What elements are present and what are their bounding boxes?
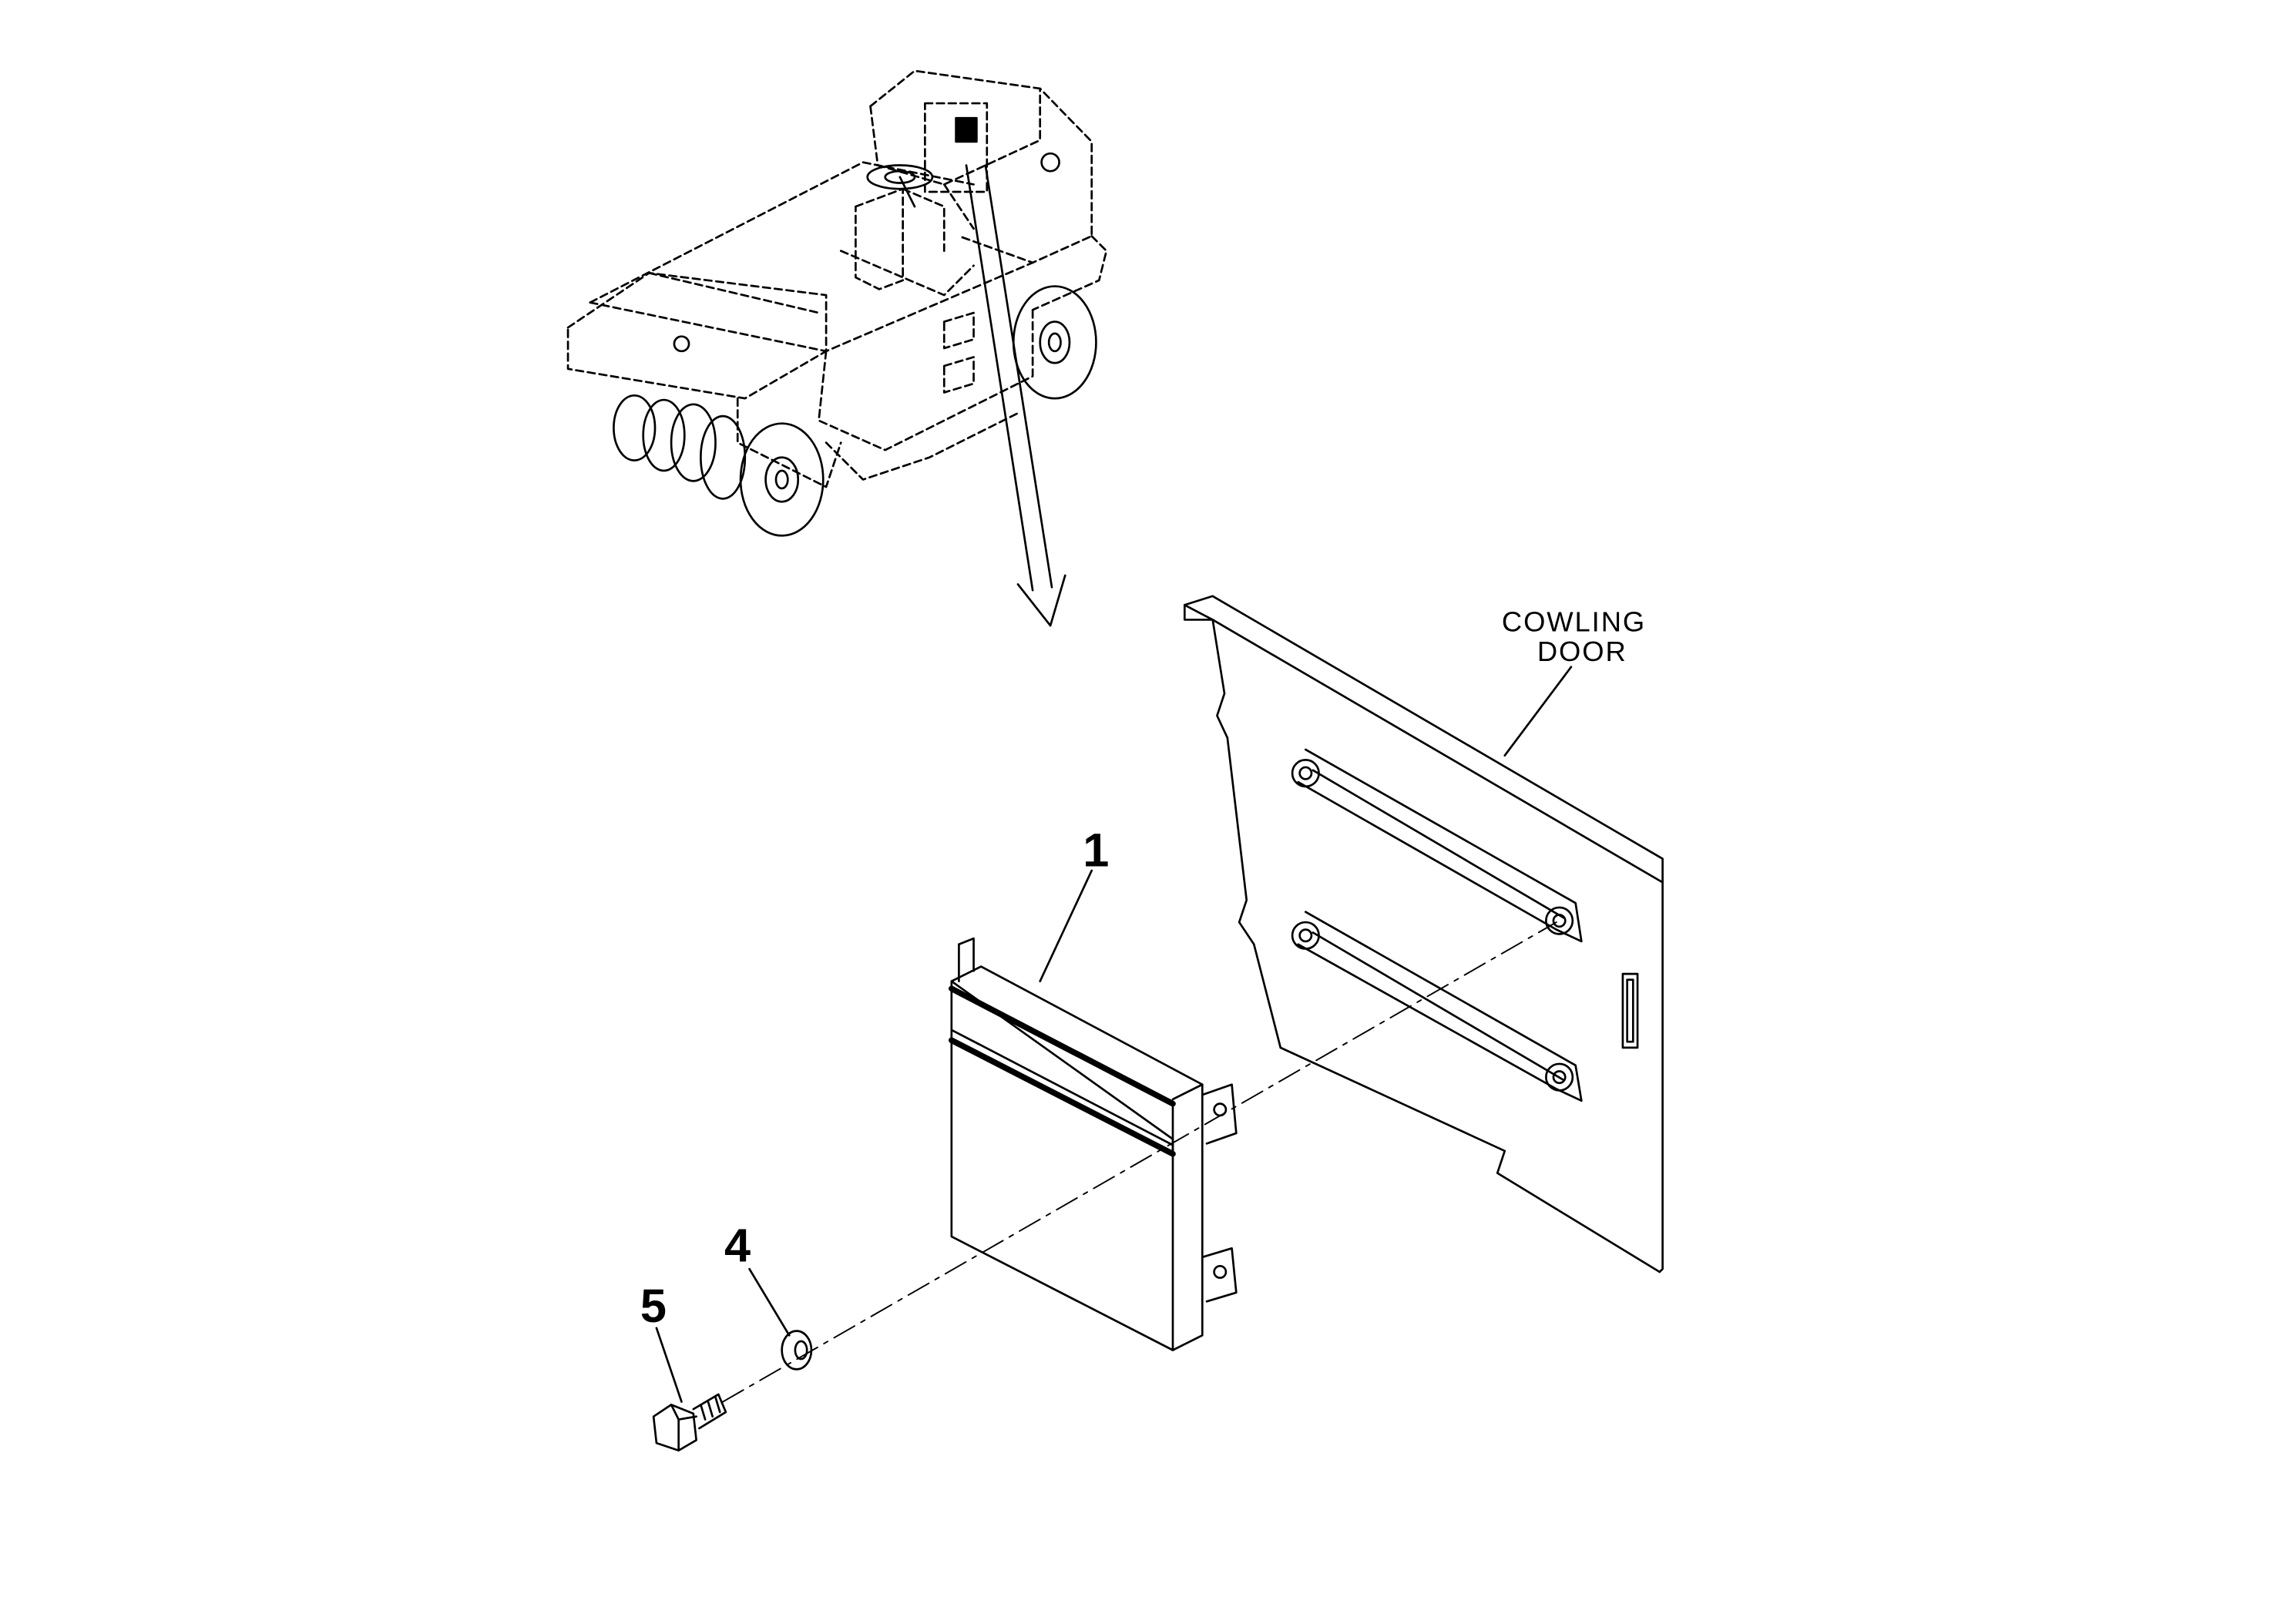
locator-arrow — [965, 164, 1066, 627]
callout-1: 1 — [1083, 824, 1109, 876]
callout-1-leader — [1039, 869, 1093, 983]
cowling-door-label-line2: DOOR — [1537, 636, 1627, 667]
callout-4: 4 — [724, 1220, 751, 1272]
assembly-centerline — [722, 921, 1557, 1403]
callout-4-leader — [748, 1267, 791, 1337]
cowling-door — [1183, 595, 1664, 1273]
callout-5-leader — [655, 1327, 683, 1403]
washer — [781, 1330, 813, 1371]
callout-5: 5 — [640, 1280, 667, 1332]
roller-vehicle — [566, 69, 1108, 537]
cowling-door-label-line1: COWLING — [1502, 606, 1646, 638]
document-box — [949, 937, 1238, 1351]
bolt — [652, 1393, 727, 1452]
